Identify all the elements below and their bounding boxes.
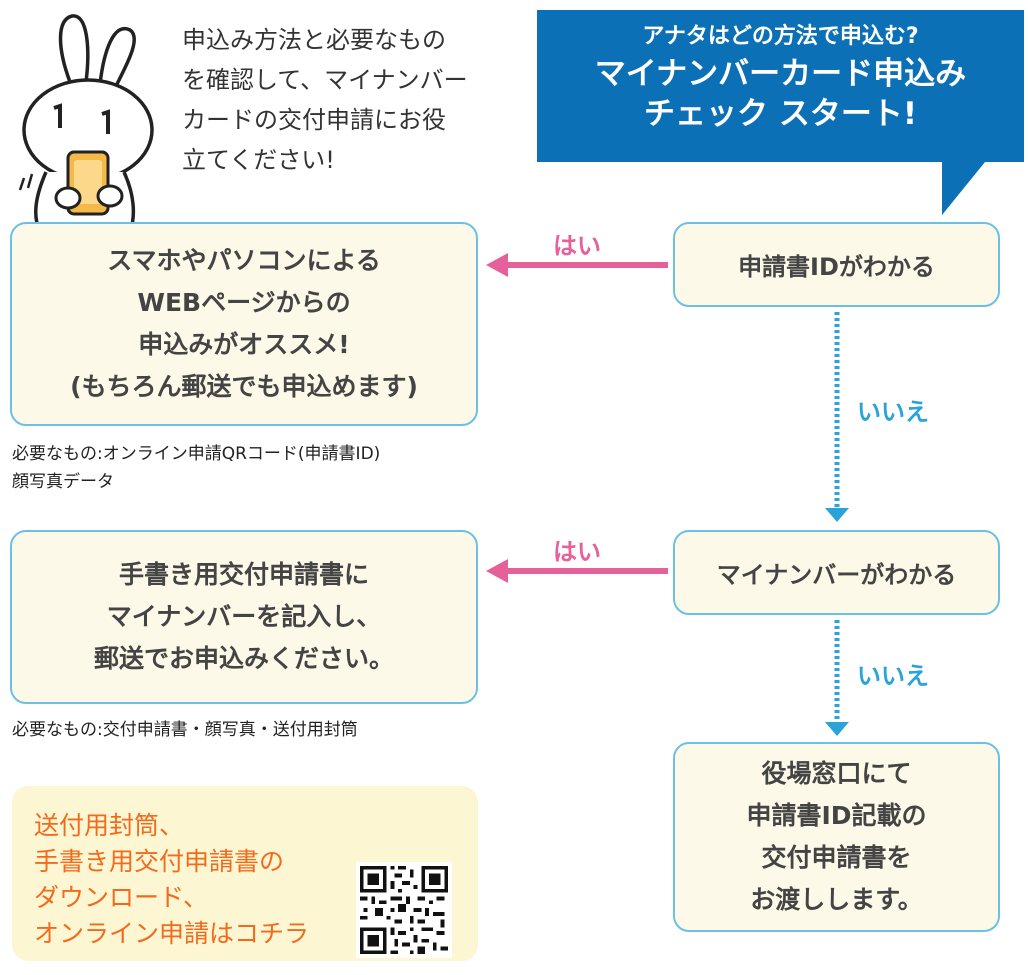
result-line: スマホやパソコンによる	[107, 246, 381, 275]
no-label: いいえ	[857, 662, 929, 690]
title-banner	[537, 10, 1024, 215]
note-line: 必要なもの:交付申請書・顔写真・送付用封筒	[12, 720, 358, 740]
no-arrow	[825, 620, 849, 736]
yes-arrow	[486, 253, 668, 277]
question-label: マイナンバーがわかる	[716, 561, 957, 589]
intro-line: 申込み方法と必要なもの	[182, 26, 446, 54]
result-box-handwritten: 手書き用交付申請書に マイナンバーを記入し、 郵送でお申込みください。	[10, 530, 478, 704]
note-line: 顔写真データ	[12, 472, 114, 492]
banner-subtitle: アナタはどの方法で申込む?	[642, 24, 919, 49]
download-line: オンライン申請はコチラ	[34, 919, 310, 948]
download-line: ダウンロード、	[34, 883, 209, 912]
result-line: マイナンバーを記入し、	[106, 602, 382, 631]
intro-line: を確認して、マイナンバー	[182, 66, 468, 94]
yes-label: はい	[553, 232, 601, 260]
download-line: 送付用封筒、	[34, 811, 185, 840]
question-label: 申請書IDがわかる	[738, 253, 935, 281]
result-box-counter: 役場窓口にて 申請書ID記載の 交付申請書を お渡しします。	[673, 742, 1000, 932]
intro-line: カードの交付申請にお役	[182, 106, 446, 134]
mascot-illustration	[18, 14, 154, 234]
note-web: 必要なもの:オンライン申請QRコード(申請書ID) 顔写真データ	[12, 440, 512, 496]
banner-text: アナタはどの方法で申込む? マイナンバーカード申込み チェック スタート!	[537, 20, 1024, 134]
no-arrow	[825, 312, 849, 522]
result-box-web: スマホやパソコンによる WEBページからの 申込みがオススメ! (もちろん郵送で…	[10, 222, 478, 426]
result-line: お渡しします。	[750, 885, 923, 914]
result-line: (もちろん郵送でも申込めます)	[70, 372, 418, 401]
intro-text: 申込み方法と必要なもの を確認して、マイナンバー カードの交付申請にお役 立てく…	[182, 20, 512, 180]
intro-line: 立てください!	[182, 146, 335, 174]
result-line: WEBページからの	[137, 288, 351, 317]
question-box-my-number: マイナンバーがわかる	[673, 530, 1000, 615]
banner-title-line1: マイナンバーカード申込み	[594, 56, 967, 92]
result-line: 申請書ID記載の	[746, 801, 927, 830]
download-text[interactable]: 送付用封筒、 手書き用交付申請書の ダウンロード、 オンライン申請はコチラ	[34, 808, 334, 952]
result-line: 郵送でお申込みください。	[93, 644, 394, 673]
qr-code-icon[interactable]	[352, 862, 456, 958]
yes-label: はい	[553, 538, 601, 566]
note-line: 必要なもの:オンライン申請QRコード(申請書ID)	[12, 444, 381, 464]
yes-arrow	[486, 559, 668, 583]
result-line: 手書き用交付申請書に	[118, 560, 369, 589]
question-box-application-id: 申請書IDがわかる	[673, 222, 1000, 307]
banner-title-line2: チェック スタート!	[644, 96, 917, 132]
result-line: 申込みがオススメ!	[138, 330, 350, 359]
result-line: 交付申請書を	[761, 843, 912, 872]
result-line: 役場窓口にて	[761, 759, 912, 788]
download-line: 手書き用交付申請書の	[34, 847, 285, 876]
note-handwritten: 必要なもの:交付申請書・顔写真・送付用封筒	[12, 716, 512, 744]
no-label: いいえ	[857, 398, 929, 426]
